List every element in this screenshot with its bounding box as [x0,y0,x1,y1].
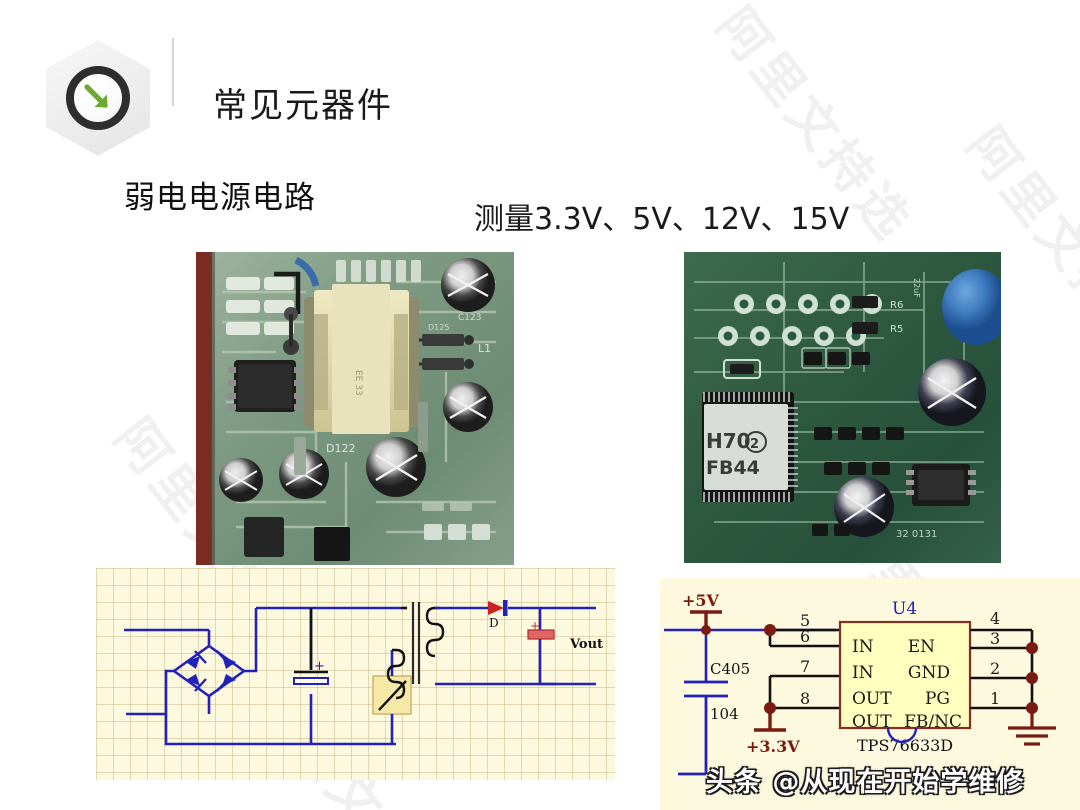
section-subtitle: 弱电电源电路 [124,180,316,216]
pcb-photo-logic: R6 R5 H70 2 FB44 [684,252,1001,563]
vout-label: +3.3V [746,737,800,756]
c405-ref: C405 [710,660,750,678]
svg-text:22uF: 22uF [912,278,921,298]
svg-text:D122: D122 [326,442,355,455]
svg-text:7: 7 [800,657,810,676]
vin-label: +5V [682,591,720,610]
svg-text:1: 1 [990,689,1000,708]
svg-text:+: + [314,659,325,674]
svg-text:6: 6 [800,627,810,646]
svg-text:L1: L1 [478,342,491,355]
svg-text:FB44: FB44 [706,457,760,479]
svg-text:OUT: OUT [852,712,892,732]
ic-part-label: TPS76633D [857,736,953,755]
svg-text:IN: IN [852,637,874,657]
svg-text:2: 2 [750,437,759,452]
svg-text:IN: IN [852,663,874,683]
svg-text:4: 4 [990,609,1000,628]
pcb-photo-smps: EE 33 [196,252,514,565]
svg-text:D: D [489,616,499,630]
svg-text:D125: D125 [428,323,449,332]
svg-text:FB/NC: FB/NC [904,712,962,732]
svg-text:+: + [530,619,540,633]
svg-text:GND: GND [908,663,950,683]
svg-text:EE 33: EE 33 [353,370,363,396]
svg-text:H70: H70 [706,429,751,453]
header-divider [172,38,174,106]
arrow-down-right-icon [84,84,108,108]
svg-text:R5: R5 [890,324,903,335]
svg-text:R6: R6 [890,300,903,311]
flyback-smps-schematic: + D [96,568,615,780]
c405-val: 104 [710,705,739,723]
svg-text:OUT: OUT [852,689,892,709]
vout-label: Vout [569,637,603,652]
svg-text:PG: PG [925,689,950,709]
svg-text:3: 3 [990,629,1000,648]
svg-text:8: 8 [800,689,810,708]
svg-text:2: 2 [990,659,1000,678]
svg-text:32 0131: 32 0131 [896,529,937,540]
svg-text:EN: EN [908,637,935,657]
ic-ref-label: U4 [892,599,917,619]
hexagon-badge [46,40,150,156]
svg-text:C123: C123 [458,313,481,323]
svg-text:5: 5 [800,611,810,630]
measurement-note: 测量3.3V、5V、12V、15V [474,202,850,237]
tps76633d-regulator-schematic: +5V C405 104 [660,578,1080,810]
page-title: 常见元器件 [213,86,393,126]
